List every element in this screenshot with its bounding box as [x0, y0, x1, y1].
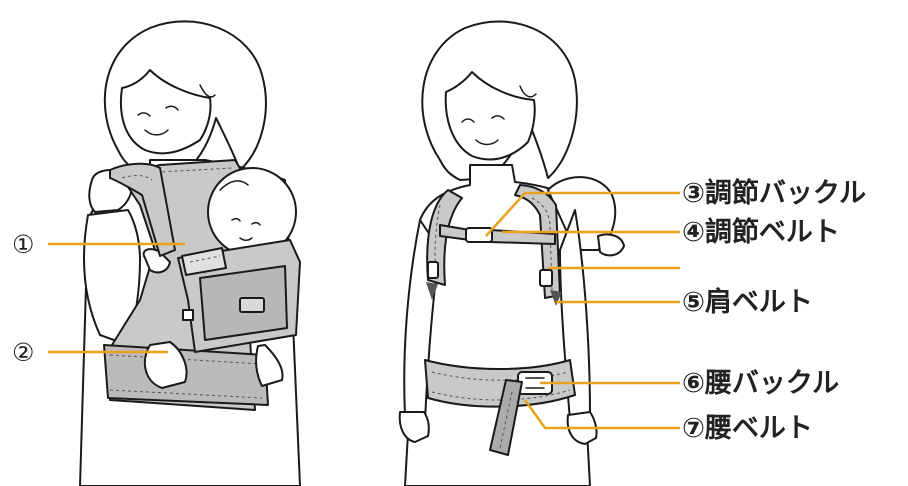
side-adjuster-left	[428, 262, 438, 278]
label-6: ⑥腰バックル	[682, 368, 839, 399]
label-5-number: ⑤	[682, 287, 705, 318]
label-4-text: 調節ベルト	[705, 216, 840, 248]
label-3-number: ③	[682, 178, 705, 209]
label-6-text: 腰バックル	[704, 368, 839, 399]
label-3-text: 調節バックル	[705, 177, 866, 209]
back-baby-hand	[598, 234, 624, 255]
label-2-number: ②	[12, 338, 34, 367]
pocket-snap	[183, 310, 193, 320]
label-6-number: ⑥	[682, 368, 705, 399]
right-figure-hand-left	[400, 412, 429, 442]
label-4: ④調節ベルト	[682, 216, 840, 248]
label-3: ③調節バックル	[682, 177, 866, 209]
label-7-text: 腰ベルト	[704, 413, 813, 444]
right-figure	[400, 21, 624, 486]
label-5: ⑤肩ベルト	[682, 286, 813, 318]
label-7-number: ⑦	[682, 413, 705, 444]
label-5-text: 肩ベルト	[705, 286, 813, 318]
label-4-number: ④	[682, 217, 705, 248]
pocket-label-patch	[240, 298, 264, 312]
left-figure	[80, 21, 300, 486]
side-adjuster-right	[540, 270, 552, 286]
label-1-number: ①	[12, 230, 34, 259]
label-7: ⑦腰ベルト	[682, 413, 813, 444]
